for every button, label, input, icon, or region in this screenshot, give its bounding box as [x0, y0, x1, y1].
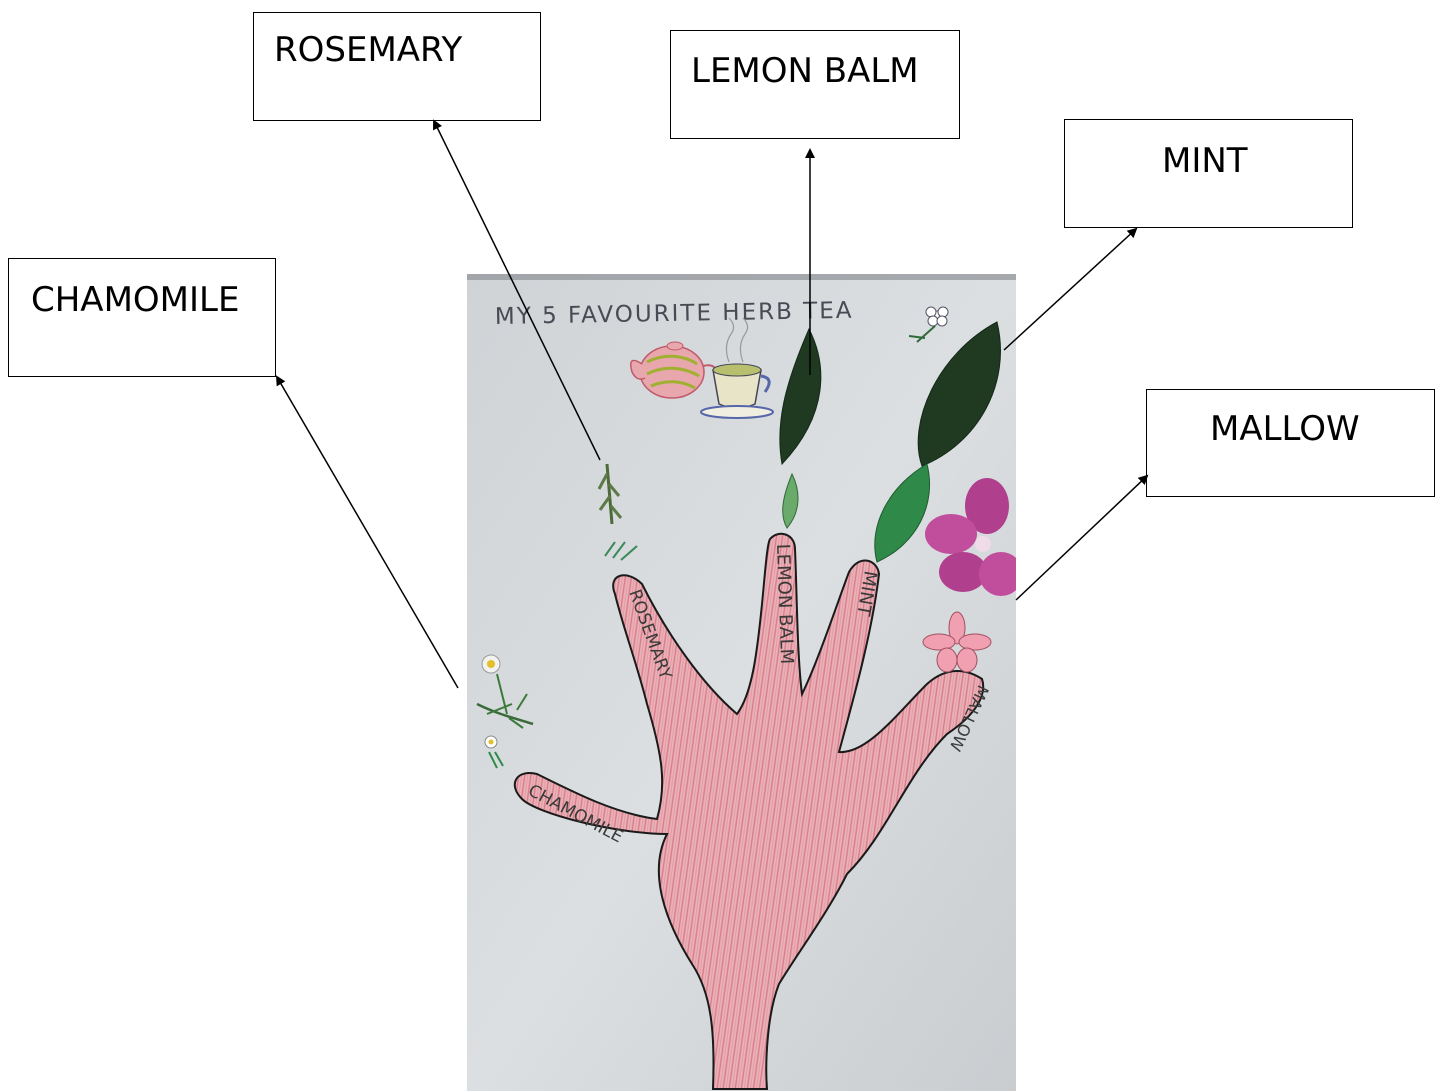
hand-drawing-photo: MY 5 FAVOURITE HERB TEA: [467, 274, 1016, 1091]
top-shadow: [467, 274, 1016, 280]
arrow-chamomile: [277, 377, 458, 688]
label-lemon-balm: LEMON BALM: [691, 54, 919, 88]
label-box-chamomile: CHAMOMILE: [8, 258, 276, 377]
label-rosemary: ROSEMARY: [274, 33, 462, 67]
label-box-lemon-balm: LEMON BALM: [670, 30, 960, 139]
finger-label-lemon-balm: LEMON BALM: [772, 543, 797, 664]
arrow-mallow: [1016, 476, 1147, 600]
label-chamomile: CHAMOMILE: [31, 283, 239, 317]
label-mint: MINT: [1162, 144, 1248, 178]
label-box-mint: MINT: [1064, 119, 1353, 228]
arrow-mint: [1004, 229, 1136, 350]
label-box-mallow: MALLOW: [1146, 389, 1435, 497]
label-box-rosemary: ROSEMARY: [253, 12, 541, 121]
label-mallow: MALLOW: [1210, 412, 1360, 446]
